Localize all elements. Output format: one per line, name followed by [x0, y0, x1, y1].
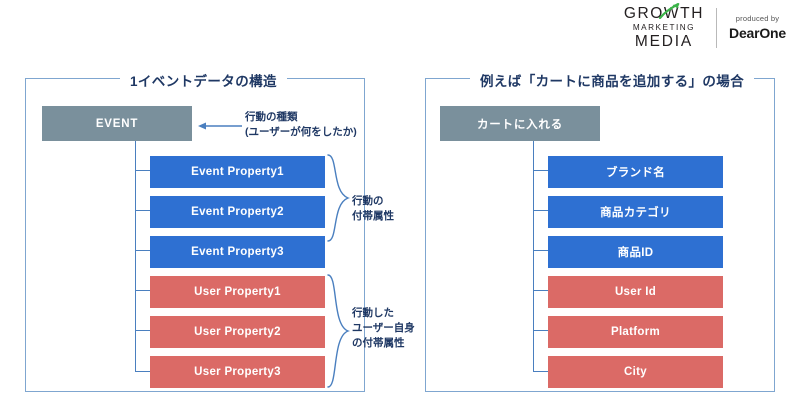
user-property-3: User Property3	[150, 356, 325, 388]
cart-user-property-3: City	[548, 356, 723, 388]
brand-divider	[716, 7, 718, 48]
cart-root-box: カートに入れる	[440, 106, 600, 141]
event-property-3: Event Property3	[150, 236, 325, 268]
left-stub-5	[135, 330, 151, 332]
cart-user-property-2: Platform	[548, 316, 723, 348]
right-trunk-line	[533, 141, 535, 372]
growth-marketing-media-logo: GROWTH MARKETING MEDIA	[624, 3, 704, 50]
user-properties-brace-icon	[327, 274, 350, 388]
cart-user-property-1: User Id	[548, 276, 723, 308]
logo-line-marketing: MARKETING	[632, 22, 696, 32]
left-stub-4	[135, 290, 151, 292]
cart-event-property-3: 商品ID	[548, 236, 723, 268]
left-stub-6	[135, 371, 151, 373]
right-stub-2	[533, 210, 549, 212]
right-stub-6	[533, 371, 549, 373]
left-panel-title: 1イベントデータの構造	[120, 70, 287, 90]
right-stub-4	[533, 290, 549, 292]
produced-by-label: produced by	[735, 13, 780, 23]
right-stub-1	[533, 170, 549, 172]
user-properties-annotation-text: 行動した ユーザー自身 の付帯属性	[352, 307, 415, 350]
right-stub-5	[533, 330, 549, 332]
user-property-1: User Property1	[150, 276, 325, 308]
right-panel-title: 例えば「カートに商品を追加する」の場合	[470, 70, 755, 90]
left-stub-3	[135, 250, 151, 252]
right-stub-3	[533, 250, 549, 252]
growth-arrow-icon	[658, 3, 680, 19]
event-properties-annotation-text: 行動の 付帯属性	[352, 195, 394, 223]
cart-event-property-2: 商品カテゴリ	[548, 196, 723, 228]
event-annotation-text: 行動の種類 (ユーザーが何をしたか)	[245, 111, 357, 139]
event-properties-brace-icon	[327, 154, 350, 242]
user-property-2: User Property2	[150, 316, 325, 348]
left-stub-1	[135, 170, 151, 172]
event-root-box: EVENT	[42, 106, 192, 141]
event-property-1: Event Property1	[150, 156, 325, 188]
dearone-logo: produced by DearOne	[729, 15, 786, 41]
left-trunk-line	[135, 141, 137, 372]
cart-event-property-1: ブランド名	[548, 156, 723, 188]
event-annotation-arrow-icon	[198, 122, 242, 130]
brand-header: GROWTH MARKETING MEDIA produced by DearO…	[624, 3, 786, 50]
left-stub-2	[135, 210, 151, 212]
logo-line-media: MEDIA	[634, 32, 693, 50]
event-property-2: Event Property2	[150, 196, 325, 228]
partner-name: DearOne	[729, 25, 786, 42]
